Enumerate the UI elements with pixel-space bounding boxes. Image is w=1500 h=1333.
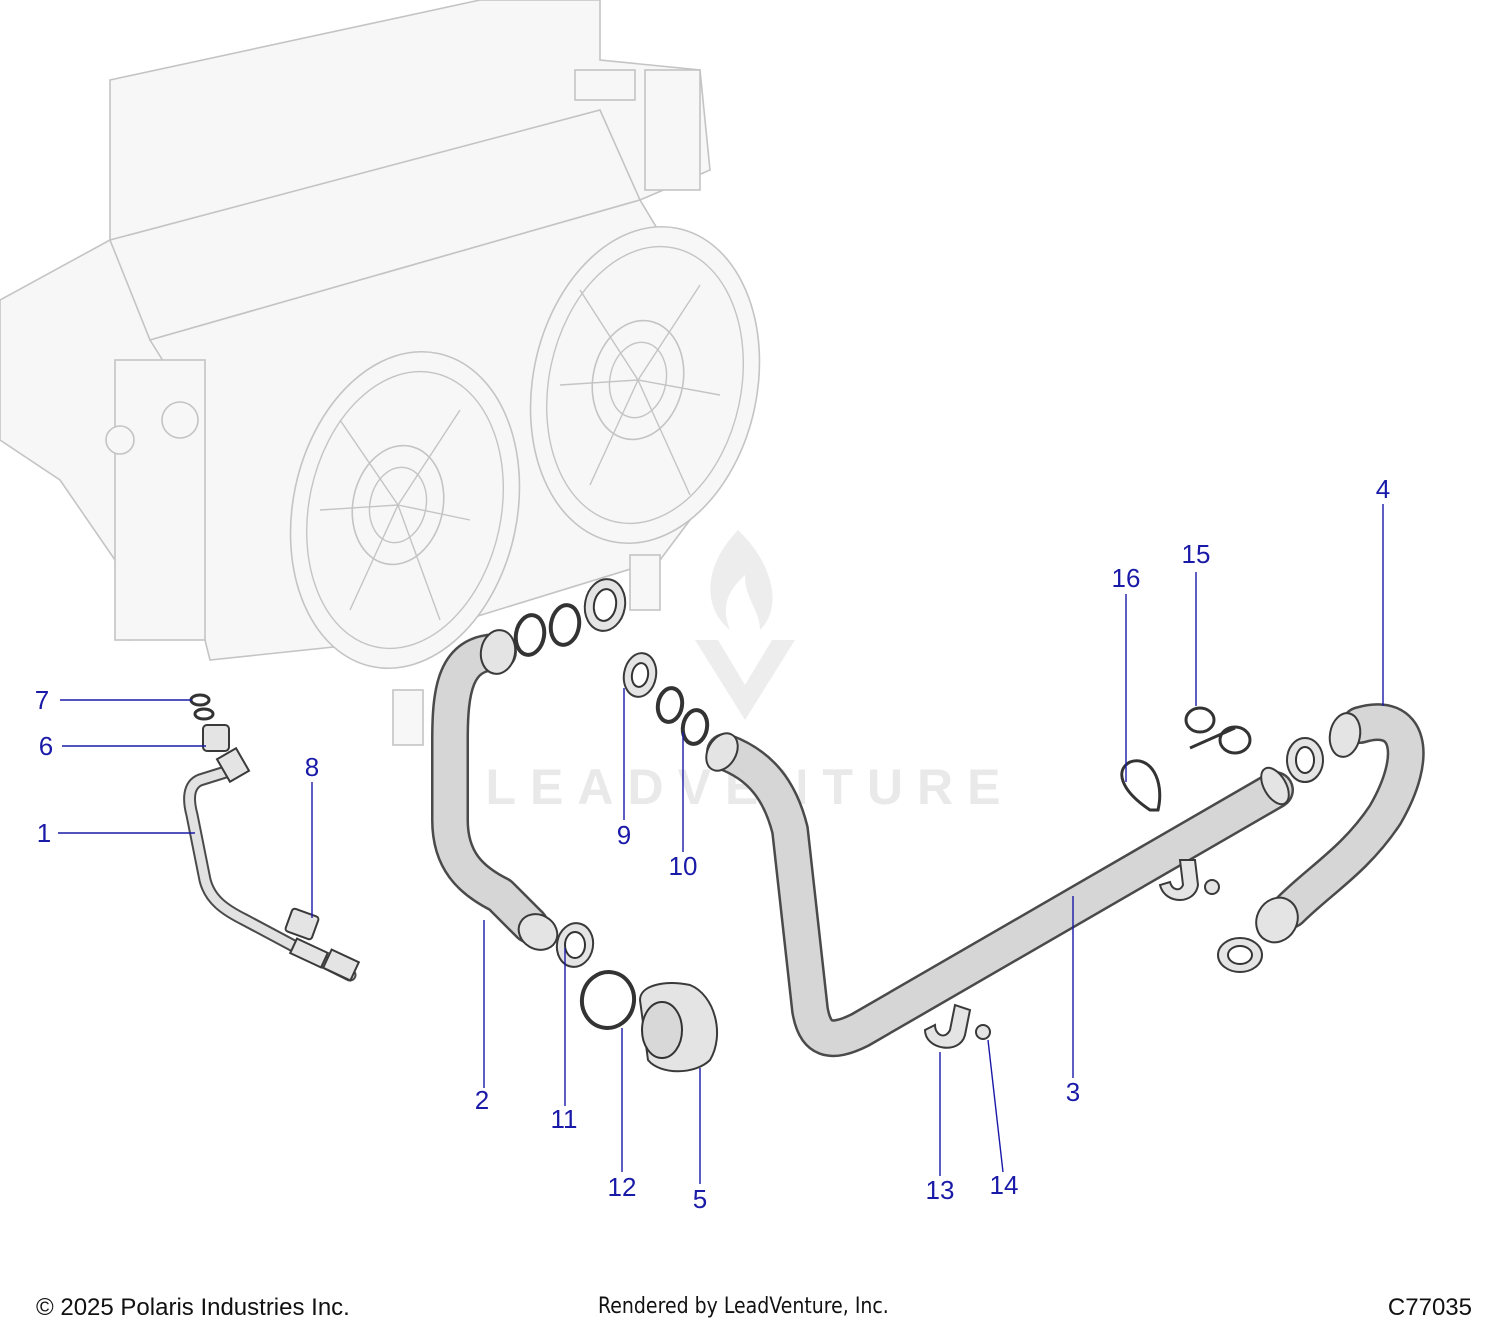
part-4-clamps xyxy=(1217,737,1324,973)
v-logo-icon xyxy=(695,640,795,720)
hose-o-rings xyxy=(513,603,582,657)
part-2-coolant-hose xyxy=(431,629,559,951)
cooling-fan-left xyxy=(289,350,521,670)
leader-lines xyxy=(58,504,1384,1184)
radiator-fan-assembly xyxy=(0,0,761,746)
radiator-side-tank xyxy=(114,359,206,641)
callout-10: 10 xyxy=(669,851,698,881)
callout-14: 14 xyxy=(990,1170,1019,1200)
part-13-pipe-clamp xyxy=(923,859,1200,1049)
callout-3: 3 xyxy=(1066,1077,1080,1107)
shroud-side-bracket xyxy=(644,69,701,191)
part-1-coolant-line xyxy=(183,746,361,982)
callout-7: 7 xyxy=(35,685,49,715)
part-9-clamp xyxy=(622,652,658,698)
upper-hose-clamp xyxy=(583,578,627,632)
part-15-hose-tie xyxy=(1184,706,1252,755)
callout-9: 9 xyxy=(617,820,631,850)
part-11-clamp xyxy=(555,922,595,968)
callout-4: 4 xyxy=(1376,474,1390,504)
part-7-o-rings xyxy=(189,693,215,721)
callout-labels: 7 6 1 8 2 11 12 5 9 10 13 14 3 16 15 4 xyxy=(35,474,1390,1214)
part-16-cable-tie xyxy=(1120,759,1162,812)
cooling-fan-right xyxy=(529,225,761,545)
part-8-sensor xyxy=(284,907,320,941)
fan-connector-left xyxy=(392,689,424,746)
callout-2: 2 xyxy=(475,1085,489,1115)
line-nut xyxy=(321,948,361,982)
callout-12: 12 xyxy=(608,1172,637,1202)
part-6-fitting xyxy=(202,724,230,752)
fan-connector-right xyxy=(629,554,661,611)
flame-logo-icon xyxy=(710,530,773,630)
callout-11: 11 xyxy=(551,1104,578,1134)
rendered-by-credit: Rendered by LeadVenture, Inc. xyxy=(598,1294,889,1319)
radiator-outlet xyxy=(161,401,199,439)
radiator-mount xyxy=(105,425,135,455)
part-14-bolt xyxy=(975,879,1220,1040)
diagram-code: C77035 xyxy=(1387,1294,1472,1321)
callout-6: 6 xyxy=(39,731,53,761)
leader-14 xyxy=(987,1039,1004,1173)
part-5-elbow xyxy=(638,982,719,1073)
callout-5: 5 xyxy=(693,1184,707,1214)
part-4-coolant-hose xyxy=(1255,703,1425,944)
shroud-bracket xyxy=(574,69,636,101)
copyright-notice: © 2025 Polaris Industries Inc. xyxy=(36,1294,350,1321)
callout-16: 16 xyxy=(1112,563,1141,593)
callout-8: 8 xyxy=(305,752,319,782)
callout-15: 15 xyxy=(1182,539,1211,569)
part-12-clamp xyxy=(579,970,637,1030)
exploded-parts-diagram: LEADVENTURE xyxy=(0,0,1425,1214)
line-fitting xyxy=(288,937,330,969)
callout-13: 13 xyxy=(926,1175,955,1205)
part-10-o-rings xyxy=(655,686,710,746)
callout-1: 1 xyxy=(37,818,51,848)
part-3-coolant-pipe xyxy=(705,732,1294,1058)
elbow-fitting xyxy=(215,746,251,784)
